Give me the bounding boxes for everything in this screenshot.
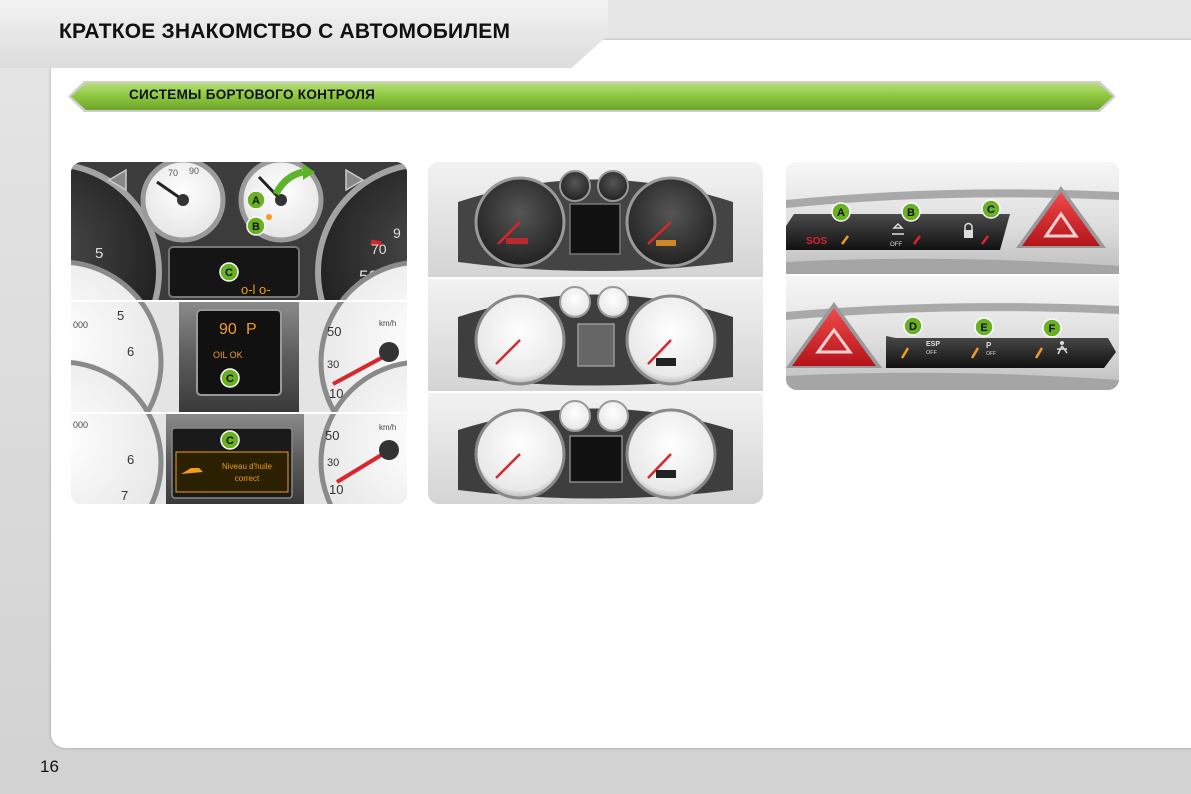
cluster-variant-3	[428, 393, 763, 504]
tick-label: 30	[327, 359, 339, 371]
page-title: КРАТКОЕ ЗНАКОМСТВО С АВТОМОБИЛЕМ	[59, 20, 511, 43]
svg-text:SOS: SOS	[806, 236, 827, 247]
tick-label: 10	[329, 386, 343, 401]
callout-badge: C	[219, 262, 239, 282]
svg-text:OFF: OFF	[926, 350, 938, 356]
section-title: СИСТЕМЫ БОРТОВОГО КОНТРОЛЯ	[129, 87, 376, 102]
oil-level-message-2: correct	[235, 474, 260, 483]
lock-icon	[964, 230, 973, 238]
right-arrow-icon	[345, 168, 365, 192]
hazard-button-bottom[interactable]	[786, 302, 882, 368]
svg-text:B: B	[907, 207, 915, 219]
child-lock-icon	[1060, 341, 1064, 345]
tick-label: 5	[95, 245, 103, 262]
section-banner	[66, 80, 1118, 113]
svg-text:A: A	[837, 207, 845, 219]
oil-status-readout: OIL OK	[213, 350, 243, 360]
buttons-strip-bottom	[886, 336, 1116, 368]
tick-label: 70	[168, 168, 178, 178]
cluster-closeup-panel: o-l o- 70 90 5 6 70 50 9 A B C	[71, 162, 407, 504]
tick-label: 30	[327, 457, 339, 469]
tick-label: 000	[73, 420, 88, 430]
callout-badge: F	[1042, 318, 1062, 338]
svg-text:C: C	[225, 267, 233, 279]
child-lock-button[interactable]	[1034, 341, 1068, 359]
cluster-variant-2	[428, 279, 763, 391]
callout-badge: E	[974, 317, 994, 337]
button-row-bottom: ESP OFF P OFF D E F	[786, 276, 1119, 390]
esp-off-button[interactable]: ESP OFF	[900, 341, 940, 359]
svg-text:OFF: OFF	[890, 242, 902, 248]
hazard-icon	[815, 327, 853, 354]
svg-text:o-l o-: o-l o-	[241, 282, 271, 297]
cluster-variants-panel	[428, 162, 763, 504]
svg-text:C: C	[987, 204, 995, 216]
callout-badge: B	[901, 202, 921, 222]
control-buttons-panel: SOS OFF A	[786, 162, 1119, 390]
svg-text:OFF: OFF	[986, 351, 996, 357]
tick-label: 5	[117, 308, 124, 323]
left-arrow-icon	[107, 168, 127, 192]
callout-badge: C	[220, 368, 240, 388]
tick-label: 000	[73, 320, 88, 330]
callout-badge: B	[246, 216, 266, 236]
alarm-off-button[interactable]: OFF	[890, 222, 921, 248]
parking-sensor-icon: P	[986, 341, 992, 350]
unit-label: km/h	[379, 319, 396, 328]
callout-badge: A	[246, 190, 266, 210]
oil-can-icon	[181, 468, 203, 474]
svg-text:B: B	[252, 221, 260, 233]
callout-badge: A	[831, 202, 851, 222]
callout-badge: C	[220, 430, 240, 450]
callout-badge: D	[903, 316, 923, 336]
tick-label: 9	[393, 225, 401, 241]
alarm-icon	[892, 222, 904, 235]
svg-text:C: C	[226, 435, 234, 447]
svg-text:E: E	[980, 322, 987, 334]
tick-label: 10	[329, 482, 343, 497]
buttons-strip-top	[786, 214, 1010, 250]
temperature-readout: 90	[219, 321, 237, 338]
unit-label: km/h	[379, 423, 396, 432]
header-tab	[0, 0, 608, 68]
svg-text:F: F	[1049, 323, 1056, 335]
tick-label: 7	[121, 488, 128, 503]
tick-label: 6	[127, 344, 134, 359]
svg-text:C: C	[226, 373, 234, 385]
cluster-strip-3: Niveau d'huile correct 000 6 7 50 30 10 …	[71, 360, 407, 504]
tick-label: 6	[127, 452, 134, 467]
page-number: 16	[40, 757, 59, 776]
hazard-button-top[interactable]	[1016, 186, 1106, 248]
tick-label: 70	[371, 241, 387, 257]
svg-text:D: D	[909, 321, 917, 333]
tick-label: 90	[189, 166, 199, 176]
svg-text:ESP: ESP	[926, 341, 940, 348]
cluster-variant-1	[428, 162, 763, 277]
svg-text:A: A	[252, 195, 260, 207]
lock-button[interactable]	[964, 222, 989, 245]
parking-sensor-off-button[interactable]: P OFF	[970, 341, 996, 359]
callout-badge: C	[981, 199, 1001, 219]
hazard-icon	[1043, 211, 1079, 238]
oil-level-message: Niveau d'huile	[222, 462, 273, 471]
button-row-top: SOS OFF A	[786, 162, 1119, 274]
sos-button[interactable]: SOS	[806, 235, 849, 247]
tick-label: 50	[325, 428, 339, 443]
arrow-icon	[272, 168, 304, 196]
gear-readout: P	[246, 321, 257, 338]
tick-label: 50	[327, 324, 341, 339]
